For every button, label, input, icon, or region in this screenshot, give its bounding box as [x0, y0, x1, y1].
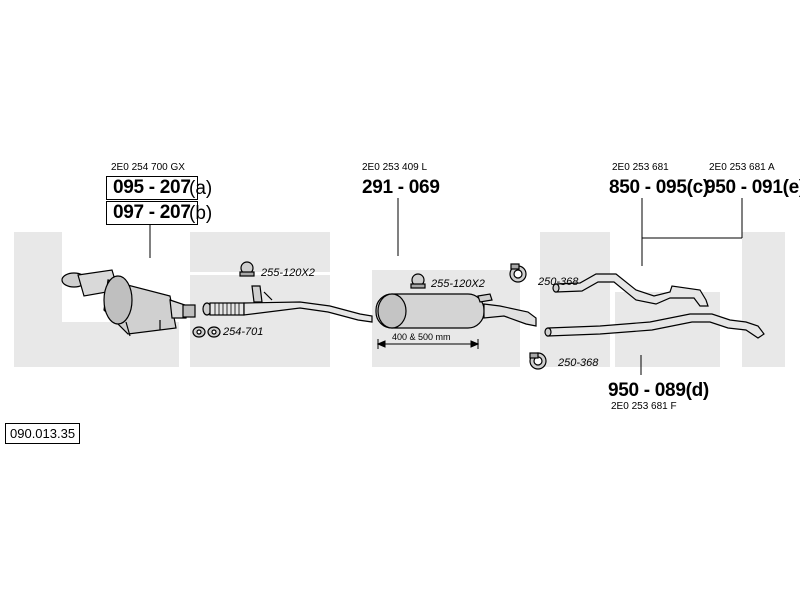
dimension-arrow [376, 339, 480, 349]
silencer-oem-number: 2E0 253 409 L [362, 162, 428, 173]
dpf-variant-a-label: (a) [189, 178, 213, 199]
dpf-part-number-a: 095 - 207 [106, 176, 198, 200]
tail-d-part-number: 950 - 089(d) [608, 380, 709, 401]
tail-c-part-number: 850 - 095(c) [609, 177, 709, 198]
clamp-lower-rear-icon [529, 352, 547, 370]
clamp-upper-rear-icon [509, 263, 527, 283]
tail-e-oem-number: 2E0 253 681 A [709, 162, 775, 173]
dpf-variant-b-label: (b) [189, 203, 213, 224]
gasket-icon [192, 326, 221, 338]
clamp-front-label: 255-120X2 [261, 267, 315, 279]
tail-pipe-upper [552, 273, 709, 307]
dpf-unit [61, 269, 196, 337]
tail-d-oem-number: 2E0 253 681 F [611, 401, 677, 412]
clamp-lower-rear-label: 250-368 [558, 357, 599, 369]
leader-lines [149, 198, 743, 375]
middle-silencer [375, 293, 537, 329]
clamp-upper-rear-label: 250-368 [538, 276, 579, 288]
tail-pipe-lower [544, 313, 765, 339]
dimension-label: 400 & 500 mm [392, 332, 451, 342]
dpf-part-number-b: 097 - 207 [106, 201, 198, 225]
tail-c-oem-number: 2E0 253 681 [612, 162, 669, 173]
clamp-middle-icon [410, 273, 426, 289]
clamp-front-icon [239, 261, 255, 277]
gasket-front-label: 254-701 [223, 326, 264, 338]
front-pipe [202, 285, 373, 323]
reference-number: 090.013.35 [5, 423, 81, 444]
silencer-part-number: 291 - 069 [362, 177, 440, 198]
tail-e-part-number: 950 - 091(e) [705, 177, 800, 198]
dpf-oem-number: 2E0 254 700 GX [111, 162, 185, 173]
clamp-middle-label: 255-120X2 [431, 278, 485, 290]
